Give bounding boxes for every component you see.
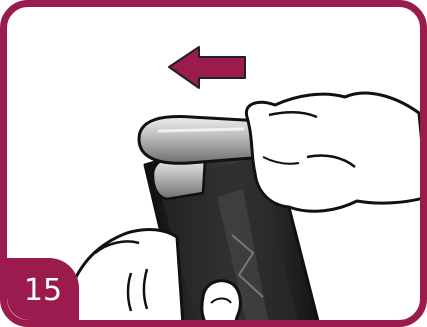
device-cap <box>139 117 265 164</box>
upper-hand <box>246 93 427 211</box>
pull-left-arrow-icon <box>169 47 245 88</box>
step-number: 15 <box>24 272 62 306</box>
step-number-badge: 15 <box>7 258 79 320</box>
